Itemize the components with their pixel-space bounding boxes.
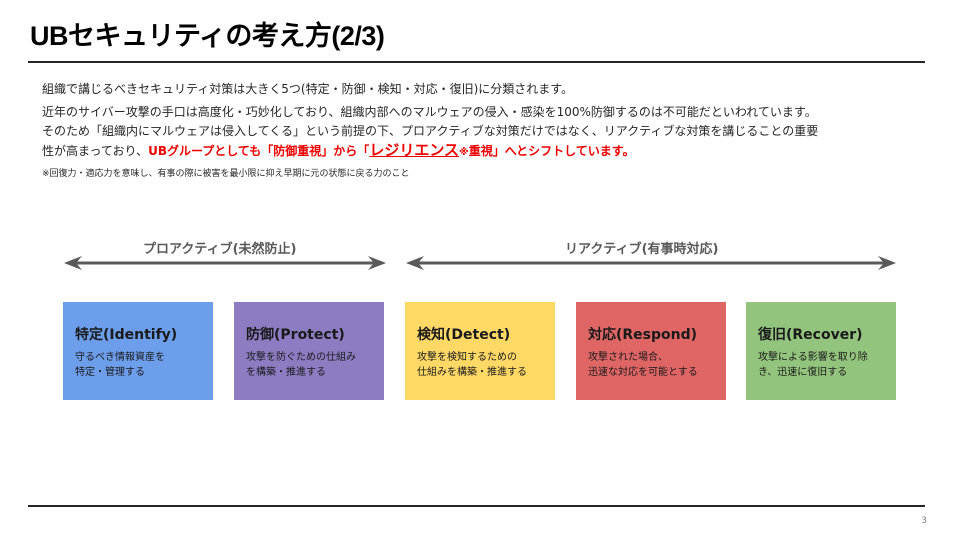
reactive-double-arrow — [406, 256, 896, 270]
highlight-text-1: UBグループとしても「防御重視」から「 — [148, 144, 370, 158]
footnote: ※回復力・適応力を意味し、有事の際に被害を最小限に抑え早期に元の状態に戻る力のこ… — [42, 169, 410, 179]
function-description: 攻撃を防ぐための仕組み を構築・推進する — [246, 352, 356, 378]
body-line-3: そのため「組織内にマルウェアは侵入してくる」という前提の下、プロアクティブな対策… — [42, 124, 819, 138]
slide-title: UBセキュリティの考え方(2/3) — [30, 21, 385, 51]
function-box-identify: 特定(Identify) 守るべき情報資産を 特定・管理する — [63, 302, 213, 400]
body-line-4: 性が高まっており、UBグループとしても「防御重視」から「レジリエンス※重視」へと… — [42, 141, 922, 162]
function-box-protect: 防御(Protect) 攻撃を防ぐための仕組み を構築・推進する — [234, 302, 384, 400]
page-number: 3 — [921, 516, 927, 526]
title-divider — [28, 61, 925, 63]
function-title: 特定(Identify) — [75, 327, 178, 343]
highlight-footnote-mark: ※ — [459, 147, 469, 158]
arrow-right-head-icon — [368, 256, 386, 270]
function-title: 防御(Protect) — [246, 327, 345, 343]
arrow-right-head-icon — [878, 256, 896, 270]
function-description: 攻撃を検知するための 仕組みを構築・推進する — [417, 352, 527, 378]
function-title: 復旧(Recover) — [758, 327, 863, 343]
body-line-1: 組織で講じるべきセキュリティ対策は大きく5つ(特定・防御・検知・対応・復旧)に分… — [42, 82, 574, 96]
body-line-2: 近年のサイバー攻撃の手口は高度化・巧妙化しており、組織内部へのマルウェアの侵入・… — [42, 105, 817, 119]
function-title: 検知(Detect) — [417, 327, 511, 343]
function-title: 対応(Respond) — [588, 327, 698, 343]
function-box-recover: 復旧(Recover) 攻撃による影響を取り除 き、迅速に復旧する — [746, 302, 896, 400]
arrow-left-head-icon — [406, 256, 424, 270]
phase-label-proactive: プロアクティブ(未然防止) — [143, 242, 297, 257]
highlight-text-2: 重視」へとシフトしています。 — [468, 144, 635, 158]
function-description: 守るべき情報資産を 特定・管理する — [75, 352, 165, 378]
function-description: 攻撃による影響を取り除 き、迅速に復旧する — [758, 352, 868, 378]
proactive-double-arrow — [64, 256, 386, 270]
highlight-resilience: レジリエンス — [369, 141, 460, 159]
body-line-4-prefix: 性が高まっており、 — [42, 144, 149, 158]
footer-divider — [28, 505, 925, 507]
function-description: 攻撃された場合、 迅速な対応を可能とする — [588, 352, 698, 378]
phase-label-reactive: リアクティブ(有事時対応) — [565, 242, 719, 257]
function-box-respond: 対応(Respond) 攻撃された場合、 迅速な対応を可能とする — [576, 302, 726, 400]
arrow-left-head-icon — [64, 256, 82, 270]
function-box-detect: 検知(Detect) 攻撃を検知するための 仕組みを構築・推進する — [405, 302, 555, 400]
body-text: 組織で講じるべきセキュリティ対策は大きく5つ(特定・防御・検知・対応・復旧)に分… — [42, 80, 922, 162]
